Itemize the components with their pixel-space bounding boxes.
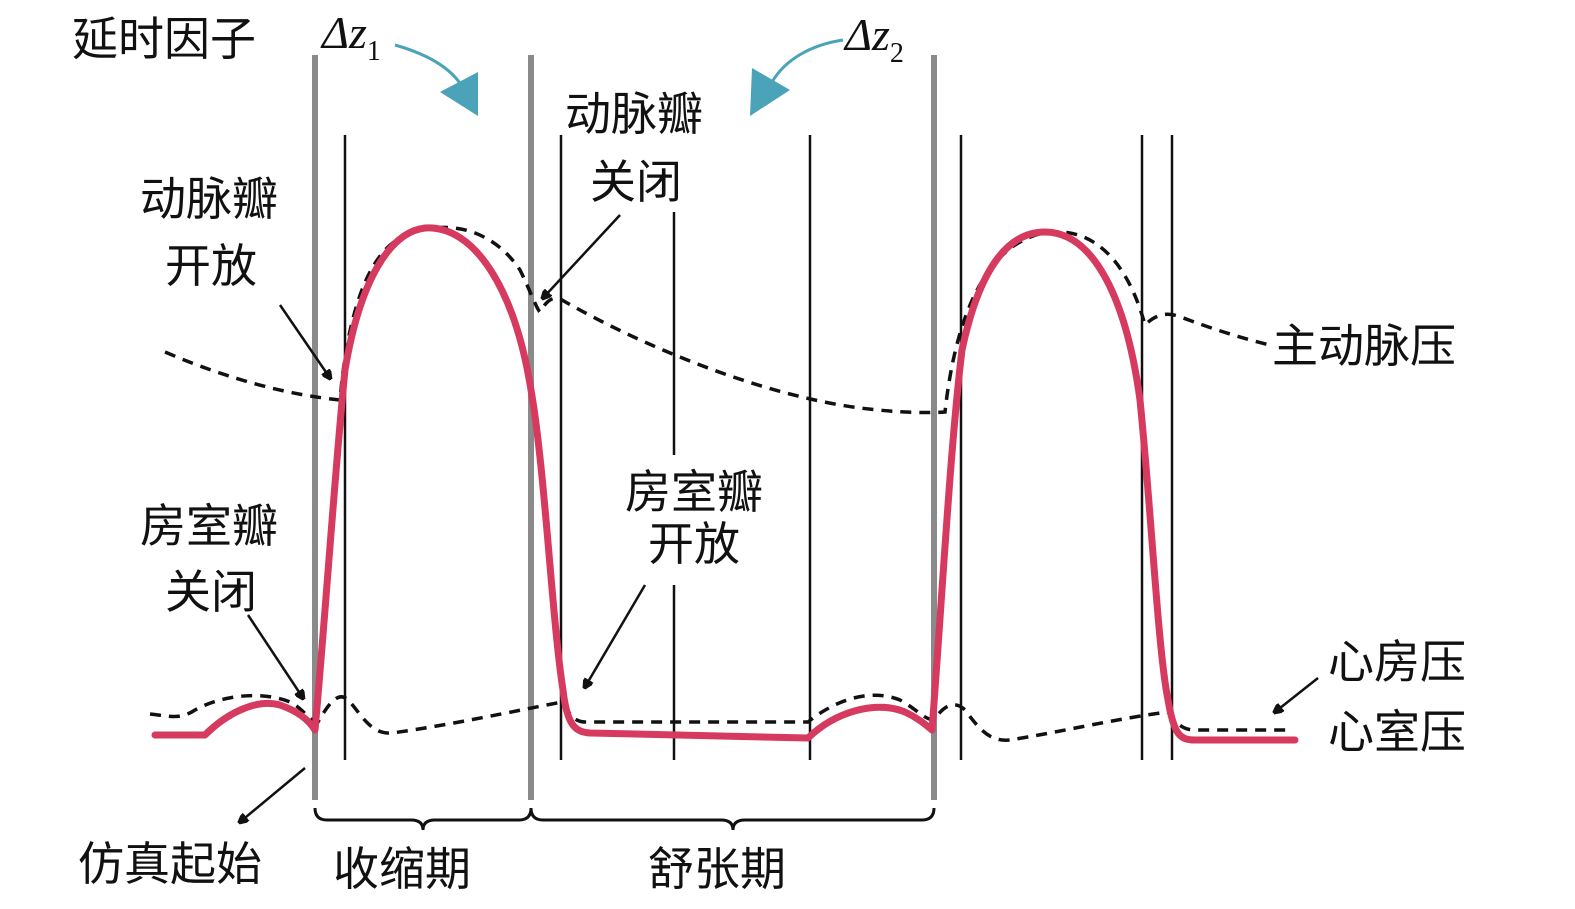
arrow-atrial-pressure xyxy=(1275,677,1319,712)
delta1-arrowhead-icon xyxy=(440,72,478,116)
av-close-label-2: 关闭 xyxy=(165,565,257,619)
arrow-aortic-close xyxy=(543,214,621,298)
aortic-pressure-curve xyxy=(164,225,1271,415)
ventricular-pressure-label: 心室压 xyxy=(1328,705,1466,759)
delta2-arrowhead-icon xyxy=(750,68,790,116)
ventricular-pressure-curve xyxy=(151,224,1299,744)
delta2-label: Δz2 xyxy=(843,9,904,69)
aortic-pressure-label: 主动脉压 xyxy=(1272,319,1456,373)
aortic-close-label-2: 关闭 xyxy=(590,155,682,209)
diastole-label: 舒张期 xyxy=(648,842,786,896)
diastole-bracket xyxy=(529,807,936,831)
av-open-label-2: 开放 xyxy=(648,517,740,571)
arrow-av-open xyxy=(585,584,647,687)
av-close-label-1: 房室瓣 xyxy=(140,499,278,553)
pointer-arrows xyxy=(240,214,1319,822)
sim-start-label: 仿真起始 xyxy=(78,837,262,891)
aortic-open-label-2: 开放 xyxy=(165,239,257,293)
systole-label: 收缩期 xyxy=(333,842,471,896)
delta1-label: Δz1 xyxy=(320,7,381,67)
delta2-arrow xyxy=(770,38,844,83)
systole-bracket xyxy=(313,807,533,831)
arrow-av-close xyxy=(246,614,303,698)
delay-arrows xyxy=(394,38,844,116)
title-label: 延时因子 xyxy=(72,12,256,66)
av-open-label-1: 房室瓣 xyxy=(625,465,763,519)
arrow-sim-start xyxy=(240,767,306,822)
atrial-pressure-label: 心房压 xyxy=(1328,635,1466,689)
aortic-close-label-1: 动脉瓣 xyxy=(565,87,703,141)
aortic-open-label-1: 动脉瓣 xyxy=(140,172,278,226)
arrow-aortic-open xyxy=(278,304,330,378)
